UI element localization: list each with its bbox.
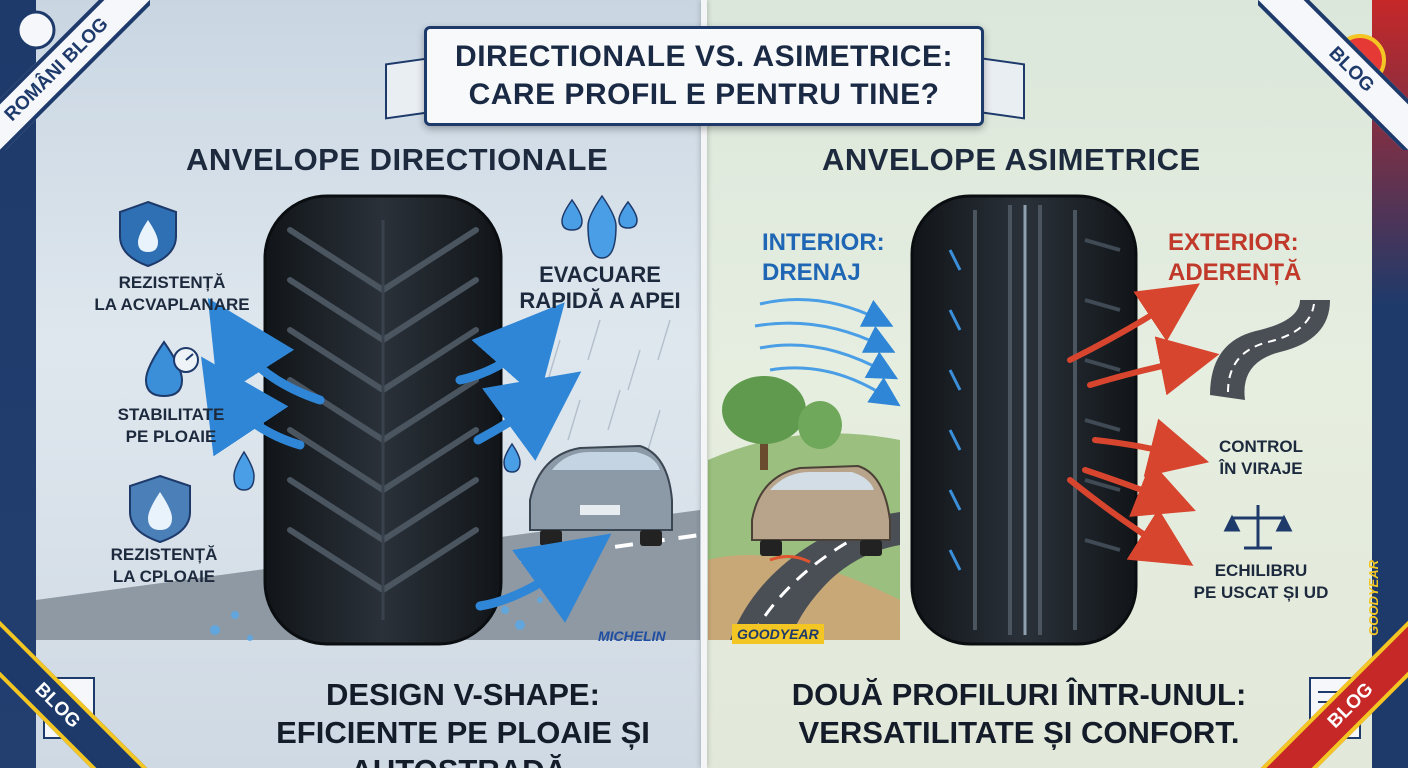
left-bottom-caption: DESIGN V-SHAPE: EFICIENTE PE PLOAIE ȘI A… xyxy=(218,676,708,768)
feature-label-line: LA ACVAPLANARE xyxy=(94,295,250,314)
title-line-1: DIRECTIONALE VS. ASIMETRICE: xyxy=(455,40,953,73)
corner-ribbon-text: BLOG xyxy=(0,618,150,768)
feature-label-line: CONTROL xyxy=(1218,437,1304,456)
feature-label-dry-wet-balance: ECHILIBRU PE USCAT ȘI UD xyxy=(1186,560,1336,604)
feature-label-line: ÎN VIRAJE xyxy=(1219,459,1303,478)
shield-drop-icon xyxy=(129,474,191,544)
feature-label-line: REZISTENȚĂ xyxy=(110,545,218,564)
winding-road-icon xyxy=(1210,300,1330,400)
caption-line: DOUĂ PROFILURI ÎNTR-UNUL: xyxy=(791,677,1247,712)
right-heading: ANVELOPE ASIMETRICE xyxy=(822,142,1201,177)
feature-label-line: DRENAJ xyxy=(762,259,861,286)
feature-label-cornering-control: CONTROL ÎN VIRAJE xyxy=(1196,436,1326,480)
interior-drainage-label: INTERIOR: DRENAJ xyxy=(762,228,902,288)
water-drops-icon xyxy=(233,194,638,491)
right-car-illustration xyxy=(751,464,891,564)
goodyear-logo-left: GOODYEAR xyxy=(732,624,824,644)
feature-label-line: EVACUARE xyxy=(539,262,661,287)
feature-label-line: REZISTENȚĂ xyxy=(118,273,226,292)
feature-label-line: ADERENȚĂ xyxy=(1168,259,1302,286)
wind-flow-lines xyxy=(754,298,901,407)
feature-label-line: PE USCAT ȘI UD xyxy=(1193,583,1329,602)
balance-scale-icon xyxy=(1223,505,1293,550)
directional-tire-illustration xyxy=(263,194,503,646)
caption-line: DESIGN V-SHAPE: xyxy=(326,677,600,712)
grip-arrows-right xyxy=(1067,283,1220,566)
caption-line: VERSATILITATE ȘI CONFORT. xyxy=(798,715,1240,750)
corner-ribbon-text: ROMÂNI BLOG xyxy=(0,0,150,150)
shield-water-drop-icon xyxy=(119,200,177,268)
blog-badge-icon-top-left xyxy=(16,10,56,50)
water-flow-arrows-left xyxy=(201,298,612,623)
asymmetric-tire-illustration xyxy=(910,194,1138,646)
left-car-illustration xyxy=(529,444,673,546)
feature-label-line: RAPIDĂ A APEI xyxy=(519,288,681,313)
feature-label-line: EXTERIOR: xyxy=(1168,229,1299,256)
corner-ribbon-top-right: BLOG xyxy=(1258,0,1408,150)
right-bottom-caption: DOUĂ PROFILURI ÎNTR-UNUL: VERSATILITATE … xyxy=(784,676,1254,752)
feature-label-line: LA CPLOAIE xyxy=(112,567,216,586)
title-line-2: CARE PROFIL E PENTRU TINE? xyxy=(468,78,940,111)
feature-label-rain-resistance: REZISTENȚĂ LA CPLOAIE xyxy=(84,544,244,588)
feature-label-line: ECHILIBRU xyxy=(1214,561,1308,580)
rain-streaks xyxy=(547,319,671,451)
feature-label-water-evacuation: EVACUARE RAPIDĂ A APEI xyxy=(510,262,690,314)
corner-ribbon-bottom-left: BLOG xyxy=(0,618,150,768)
michelin-logo: MICHELIN xyxy=(598,628,666,644)
center-divider xyxy=(701,0,707,768)
tree-illustration xyxy=(722,376,842,470)
feature-label-line: PE PLOAIE xyxy=(125,427,217,446)
left-heading: ANVELOPE DIRECTIONALE xyxy=(186,142,609,177)
caption-line: EFICIENTE PE PLOAIE ȘI AUTOSTRADĂ. xyxy=(276,715,650,768)
title-banner: DIRECTIONALE VS. ASIMETRICE: CARE PROFIL… xyxy=(424,26,984,126)
corner-ribbon-bottom-right: BLOG xyxy=(1258,618,1408,768)
feature-label-rain-stability: STABILITATE PE PLOAIE xyxy=(96,404,246,448)
exterior-grip-label: EXTERIOR: ADERENȚĂ xyxy=(1168,228,1308,288)
feature-label-line: STABILITATE xyxy=(117,405,225,424)
feature-label-line: INTERIOR: xyxy=(762,229,885,256)
feature-label-aquaplaning: REZISTENȚĂ LA ACVAPLANARE xyxy=(82,272,262,316)
corner-ribbon-top-left: ROMÂNI BLOG xyxy=(0,0,150,150)
corner-ribbon-text: BLOG xyxy=(1258,0,1408,150)
water-drop-gauge-icon xyxy=(144,340,199,398)
corner-ribbon-text: BLOG xyxy=(1258,618,1408,768)
